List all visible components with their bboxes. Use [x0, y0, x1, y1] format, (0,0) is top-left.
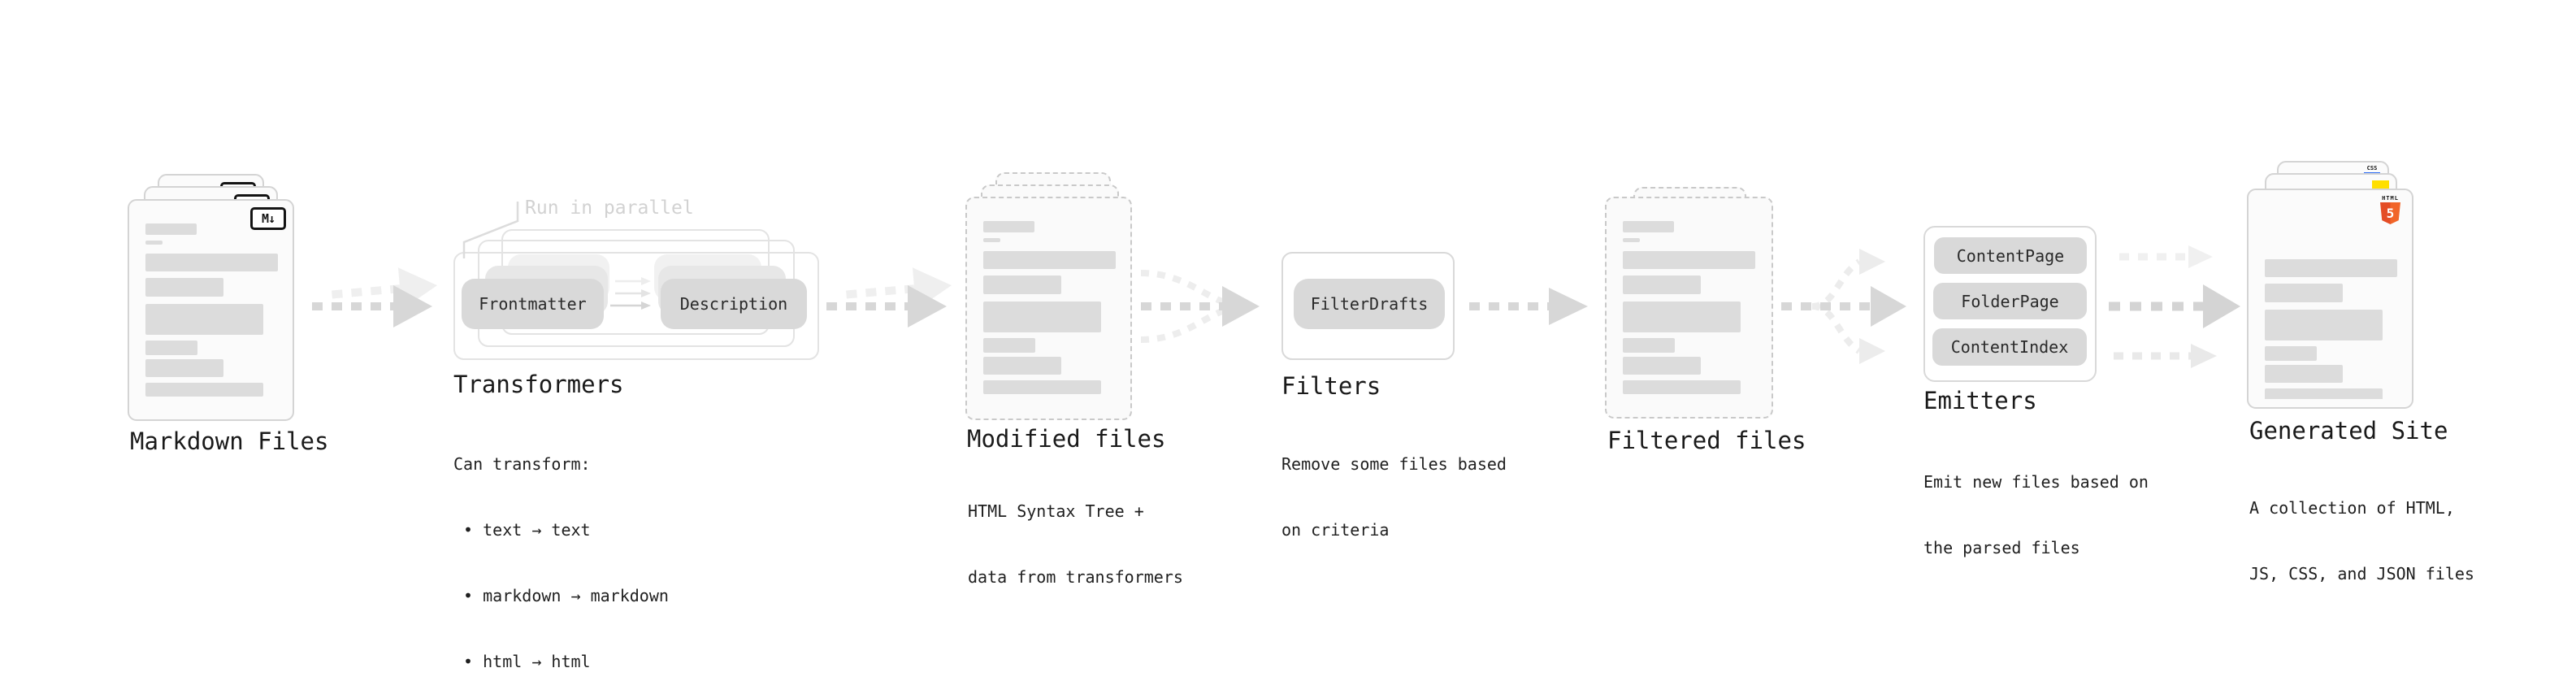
- doc-text-line: [1623, 338, 1675, 353]
- doc-text-line: [983, 238, 1000, 242]
- doc-text-line: [145, 359, 223, 377]
- doc-text-line: [2265, 284, 2343, 302]
- filters-label: Filters: [1281, 372, 1381, 400]
- doc-text-line: [1623, 357, 1701, 375]
- filters-description: Remove some files based on criteria: [1281, 410, 1507, 585]
- doc-text-line: [983, 357, 1061, 375]
- doc-text-line: [1623, 301, 1741, 332]
- generated-site-stack: CSS HTML 5: [2247, 161, 2413, 409]
- description-line: the parsed files: [1923, 538, 2080, 557]
- description-line: Emit new files based on: [1923, 472, 2149, 492]
- markdown-icon: M↓: [250, 207, 286, 230]
- doc-text-line: [983, 380, 1101, 394]
- doc-text-line: [145, 254, 278, 271]
- doc-text-line: [1623, 380, 1741, 394]
- description-line: • html → html: [453, 652, 591, 671]
- flow-arrow-filters-to-filtered: [1469, 288, 1588, 325]
- transformers-description: Can transform: • text → text • markdown …: [453, 410, 669, 681]
- doc-placeholder-text: [2265, 250, 2400, 399]
- modified-files-stack: [965, 172, 1132, 420]
- doc-text-line: [1623, 251, 1755, 269]
- doc-text-line: [2265, 388, 2383, 399]
- doc-text-line: [2265, 346, 2317, 361]
- description-pill: Description: [661, 279, 807, 329]
- description-line: Remove some files based: [1281, 454, 1507, 474]
- doc-placeholder-text: [1623, 221, 1760, 409]
- css-badge-text: CSS: [2366, 165, 2378, 171]
- doc-text-line: [2265, 259, 2397, 277]
- flow-arrow-markdown-to-transformers: [312, 267, 438, 327]
- flow-arrow-transformers-to-modified: [826, 267, 952, 327]
- doc-text-line: [145, 223, 197, 235]
- html5-icon-shield: 5: [2380, 202, 2400, 224]
- doc-text-line: [145, 304, 263, 335]
- generated-site-label: Generated Site: [2249, 417, 2448, 445]
- description-line: HTML Syntax Tree +: [968, 501, 1144, 521]
- description-line: • text → text: [453, 520, 591, 540]
- doc-text-line: [145, 340, 197, 355]
- doc-text-line: [983, 251, 1116, 269]
- run-in-parallel-connector-line: [462, 202, 519, 258]
- flow-arrow-modified-to-filters: [1140, 270, 1260, 343]
- doc-text-line: [983, 221, 1034, 232]
- transformers-box-front: [453, 252, 819, 360]
- js-badge-icon: [2372, 180, 2389, 189]
- emitters-label: Emitters: [1923, 387, 2037, 414]
- run-in-parallel-annotation: Run in parallel: [525, 197, 694, 219]
- doc-text-line: [983, 275, 1061, 294]
- filtered-files-label: Filtered files: [1607, 427, 1806, 454]
- filter-drafts-pill: FilterDrafts: [1294, 279, 1445, 329]
- doc-text-line: [1623, 238, 1640, 242]
- doc-text-line: [1623, 221, 1674, 232]
- markdown-files-label: Markdown Files: [130, 427, 329, 455]
- filtered-doc-front: [1605, 197, 1773, 419]
- content-index-pill: ContentIndex: [1932, 328, 2087, 366]
- description-line: JS, CSS, and JSON files: [2249, 564, 2474, 583]
- markdown-doc-front: M↓: [128, 199, 294, 421]
- doc-text-line: [145, 278, 223, 297]
- flow-arrow-emitters-to-generated: [2109, 245, 2240, 368]
- html5-icon-text: HTML: [2382, 195, 2399, 202]
- doc-text-line: [2265, 365, 2343, 383]
- flow-arrow-filtered-to-emitters: [1781, 249, 1906, 364]
- content-page-pill: ContentPage: [1934, 237, 2087, 274]
- doc-text-line: [983, 301, 1101, 332]
- transformers-label: Transformers: [453, 371, 624, 398]
- emitters-description: Emit new files based on the parsed files: [1923, 427, 2149, 603]
- generated-site-description: A collection of HTML, JS, CSS, and JSON …: [2249, 453, 2474, 629]
- doc-text-line: [983, 338, 1035, 353]
- markdown-files-stack: M↓ M↓ M↓: [128, 174, 294, 421]
- doc-text-line: [1623, 275, 1701, 294]
- doc-text-line: [145, 241, 163, 245]
- html5-icon-number: 5: [2386, 206, 2395, 221]
- html5-icon: HTML 5: [2379, 195, 2401, 224]
- transform-step-arrows-icon: [610, 277, 651, 310]
- doc-text-line: [145, 383, 263, 397]
- description-line: • markdown → markdown: [453, 586, 669, 605]
- frontmatter-pill: Frontmatter: [462, 279, 604, 329]
- description-line: on criteria: [1281, 520, 1390, 540]
- doc-text-line: [2265, 310, 2383, 340]
- description-line: A collection of HTML,: [2249, 498, 2455, 518]
- description-line: Can transform:: [453, 454, 591, 474]
- modified-files-label: Modified files: [967, 425, 1166, 453]
- folder-page-pill: FolderPage: [1933, 283, 2087, 319]
- modified-files-description: HTML Syntax Tree + data from transformer…: [968, 457, 1183, 632]
- description-line: data from transformers: [968, 567, 1183, 587]
- doc-placeholder-text: [145, 223, 281, 411]
- modified-doc-front: [965, 197, 1132, 420]
- filtered-files-stack: [1605, 187, 1773, 419]
- doc-placeholder-text: [983, 221, 1119, 410]
- generated-doc-html: HTML 5: [2247, 189, 2413, 409]
